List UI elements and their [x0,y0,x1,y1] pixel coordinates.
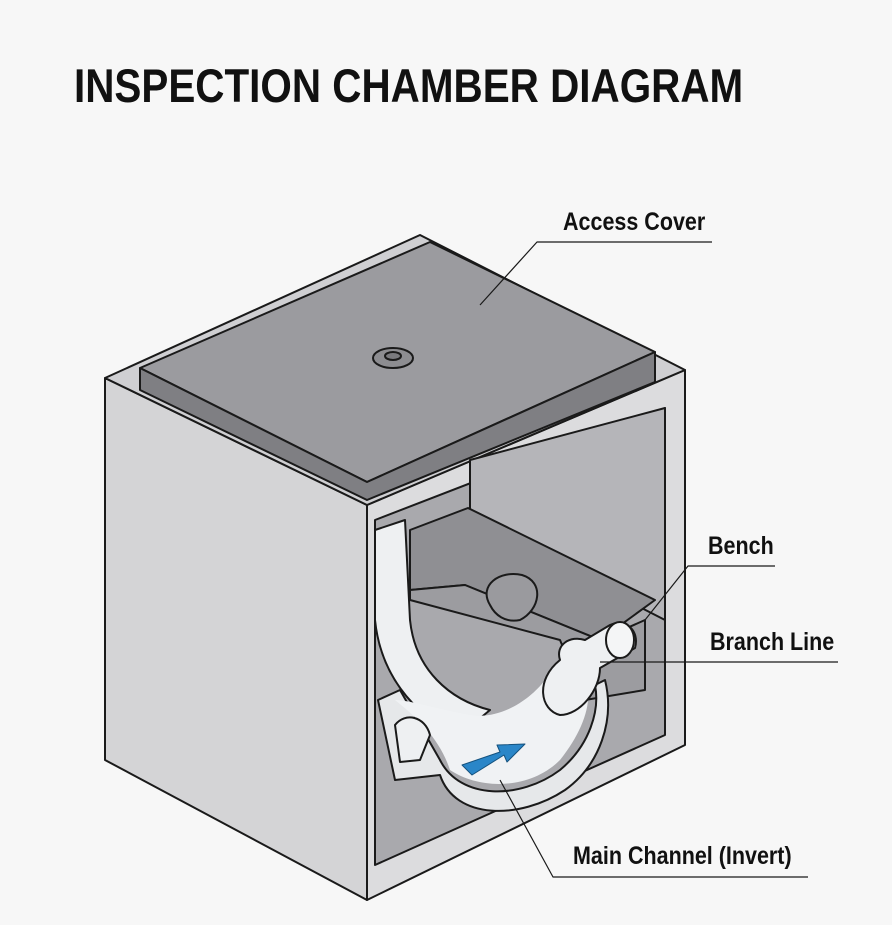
main-channel-floor [395,680,589,784]
leader-main-channel [499,779,808,878]
branch-pipe-end [605,621,635,659]
flow-arrow-icon [461,743,526,776]
label-branch-line: Branch Line [710,628,835,656]
leader-access-cover [479,241,712,306]
label-bench: Bench [708,532,774,560]
bench-boulder [485,573,539,622]
access-cover-edge [139,351,656,501]
page-title: INSPECTION CHAMBER DIAGRAM [74,59,744,112]
label-access-cover: Access Cover [563,208,706,236]
left-outlet-pipe [394,716,431,763]
leader-bench [644,565,775,621]
main-channel [377,679,609,812]
label-main-channel: Main Channel (Invert) [573,842,792,870]
interior-back-wall [469,407,666,621]
cover-keyhole-icon [384,351,402,361]
